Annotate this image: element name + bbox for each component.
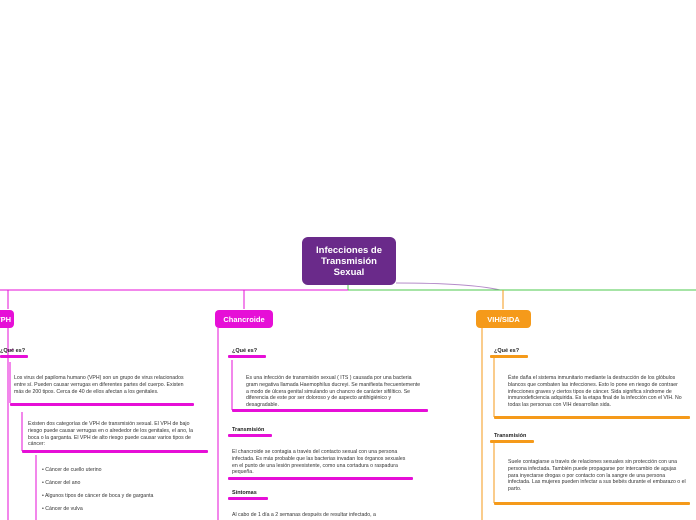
vih-transmision-text[interactable]: Suele contagiarse a través de relaciones… (508, 459, 686, 493)
chancroide-sintomas-label[interactable]: Síntomas (232, 490, 257, 496)
vph-cancer-text[interactable]: Existen dos categorías de VPH de transmi… (28, 421, 193, 448)
chancroide-transmision-text-underline (228, 477, 413, 480)
chancroide-transmision-underline (228, 434, 272, 437)
vph-title: VPH (0, 314, 11, 324)
chancroide-sintomas-underline (228, 497, 268, 500)
vph-cancer-item[interactable]: • Algunos tipos de cáncer de boca y de g… (42, 493, 154, 499)
vph-que-es-label[interactable]: ¿Qué es? (0, 348, 26, 354)
chancroide-que-es-label[interactable]: ¿Qué es? (232, 348, 258, 354)
chancroide-que-es-text[interactable]: Es una infección de transmisión sexual (… (246, 375, 421, 409)
vph-cancer-text-underline (22, 450, 208, 453)
vph-que-es-text[interactable]: Los virus del papiloma humano (VPH) son … (14, 375, 184, 395)
vih-que-es-underline (490, 355, 528, 358)
vph-topic[interactable]: VPH (0, 310, 14, 328)
vih-topic[interactable]: VIH/SIDA (476, 310, 531, 328)
vph-cancer-item[interactable]: • Cáncer de vulva (42, 506, 83, 512)
vph-cancer-item[interactable]: • Cáncer de cuello uterino (42, 467, 102, 473)
chancroide-transmision-label[interactable]: Transmisión (232, 427, 265, 433)
vih-transmision-text-underline (494, 502, 690, 505)
chancroide-sintomas-text[interactable]: Al cabo de 1 día a 2 semanas después de … (232, 512, 376, 518)
central-to-vih-connector (395, 282, 501, 291)
vih-title: VIH/SIDA (487, 314, 520, 324)
vph-que-es-text-underline (10, 403, 194, 406)
chancroide-title: Chancroide (223, 314, 265, 324)
chancroide-que-es-text-underline (232, 409, 428, 412)
chancroide-que-es-underline (228, 355, 266, 358)
central-topic[interactable]: Infecciones de Transmisión Sexual (302, 237, 396, 285)
chancroide-transmision-text[interactable]: El chancroide se contagia a través del c… (232, 449, 406, 476)
vih-que-es-text[interactable]: Éste daña el sistema inmunitario mediant… (508, 375, 682, 409)
vph-que-es-underline (0, 355, 28, 358)
chancroide-topic[interactable]: Chancroide (215, 310, 273, 328)
vih-transmision-label[interactable]: Transmisión (494, 433, 527, 439)
vih-que-es-text-underline (494, 416, 690, 419)
central-title: Infecciones de Transmisión Sexual (316, 244, 382, 278)
vph-cancer-item[interactable]: • Cáncer del ano (42, 480, 81, 486)
vih-transmision-underline (490, 440, 534, 443)
vih-que-es-label[interactable]: ¿Qué es? (494, 348, 520, 354)
green-branch-line (347, 285, 696, 291)
